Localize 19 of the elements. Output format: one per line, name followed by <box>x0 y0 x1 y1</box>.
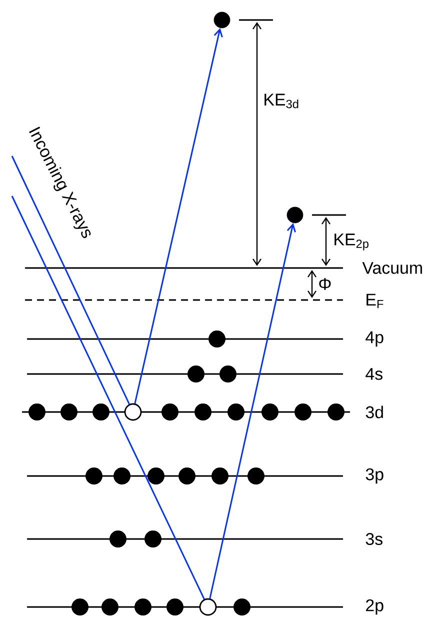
hole-circle <box>124 403 142 421</box>
electron <box>286 206 304 224</box>
level-label: E$_{F}$ <box>366 294 384 308</box>
level-label: Φ <box>319 278 331 290</box>
level-label: KE$_{3d}$ <box>264 94 298 108</box>
level-label: 4p <box>366 331 384 347</box>
level-label: 4s <box>366 368 382 380</box>
electron <box>214 12 230 28</box>
level-label: 3d <box>366 406 383 418</box>
level-label: 3p <box>366 468 384 484</box>
x-ray-line <box>11 156 130 404</box>
level-label: KE$_{2p}$ <box>334 234 368 250</box>
level-label: 3s <box>366 533 382 545</box>
x-ray-line <box>11 196 205 600</box>
level-label: 2p <box>366 599 384 615</box>
level-label: Vacuum <box>362 262 422 274</box>
arrow <box>134 28 223 404</box>
hole-circle <box>199 598 217 616</box>
arrow <box>209 223 296 599</box>
